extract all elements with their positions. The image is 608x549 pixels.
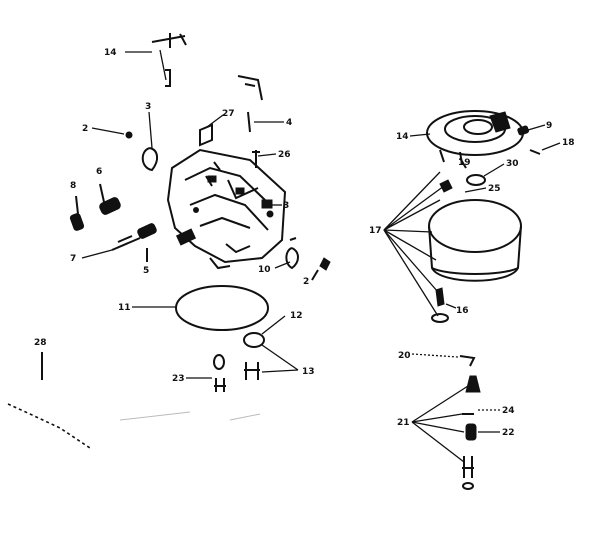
callout-27: 27	[222, 109, 235, 119]
float-pin-part	[435, 287, 445, 307]
callout-3-top: 3	[145, 102, 151, 112]
screw-part-right	[319, 257, 331, 271]
bracket-part	[237, 75, 263, 101]
callout-9: 9	[546, 121, 552, 131]
callout-10: 10	[258, 265, 271, 275]
callout-25: 25	[488, 184, 501, 194]
float-bowl-part	[428, 199, 522, 282]
leader-line	[464, 187, 487, 193]
callout-11: 11	[118, 303, 131, 313]
bowl-cover-part	[426, 110, 524, 165]
leader-line	[148, 111, 153, 149]
callout-18: 18	[562, 138, 575, 148]
callout-21: 21	[397, 418, 410, 428]
callout-7: 7	[70, 254, 76, 264]
washer-part-30	[466, 174, 486, 186]
seat-part-25	[439, 179, 453, 193]
leader-line	[261, 369, 299, 373]
gasket-part	[175, 285, 269, 331]
leader-line	[274, 261, 291, 269]
carburetor-body	[166, 148, 287, 270]
callout-8-left: 8	[70, 181, 76, 191]
pin-part-18	[529, 149, 541, 155]
callout-24: 24	[502, 406, 515, 416]
callout-3-body: 3	[283, 201, 289, 211]
callout-30: 30	[506, 159, 519, 169]
jet-part-8	[69, 195, 85, 231]
clip-part-20	[459, 355, 476, 367]
leader-line	[81, 249, 113, 259]
callout-14-top: 14	[104, 48, 117, 58]
spring-part	[141, 147, 158, 172]
callout-16: 16	[456, 306, 469, 316]
leader-line	[527, 124, 546, 131]
spring-part-10	[285, 237, 299, 270]
leader-line	[411, 353, 459, 358]
leader-line	[257, 153, 277, 157]
callout-23: 23	[172, 374, 185, 384]
leader-line	[206, 114, 224, 128]
part-throttle-shaft	[151, 33, 187, 87]
callout-20: 20	[398, 351, 411, 361]
callout-12: 12	[290, 311, 303, 321]
callout-26: 26	[278, 150, 291, 160]
leader-line	[261, 315, 286, 335]
leader-line	[483, 163, 505, 177]
faint-line	[119, 411, 261, 421]
fan-leaders-21	[411, 385, 469, 463]
callout-13: 13	[302, 367, 315, 377]
leader-line	[261, 344, 299, 371]
screw-part-9	[517, 125, 530, 136]
callout-28: 28	[34, 338, 47, 348]
float-ring-part	[431, 313, 449, 323]
needle-valve-part	[111, 223, 157, 251]
fan-leaders-17	[383, 171, 445, 317]
throttle-rod-part	[7, 403, 91, 449]
callout-17: 17	[369, 226, 382, 236]
float-hinge-parts	[213, 354, 260, 392]
ring-part	[243, 332, 265, 348]
needle-seat-parts	[462, 375, 481, 490]
leader-line	[409, 133, 431, 137]
lever-part	[199, 123, 213, 147]
callout-6: 6	[96, 167, 102, 177]
callout-2-right: 2	[303, 277, 309, 287]
callout-14-right: 14	[396, 132, 409, 142]
callout-22: 22	[502, 428, 515, 438]
clip-part-19	[459, 157, 467, 169]
callout-19: 19	[458, 158, 471, 168]
callout-5: 5	[143, 266, 149, 276]
pin-part	[247, 111, 251, 133]
leader-line	[541, 142, 561, 151]
jet-part-6	[99, 183, 121, 215]
callout-2-left: 2	[82, 124, 88, 134]
callout-4: 4	[286, 118, 292, 128]
leader-line	[91, 127, 125, 135]
leader-line	[445, 303, 457, 309]
screw-part	[125, 131, 133, 139]
